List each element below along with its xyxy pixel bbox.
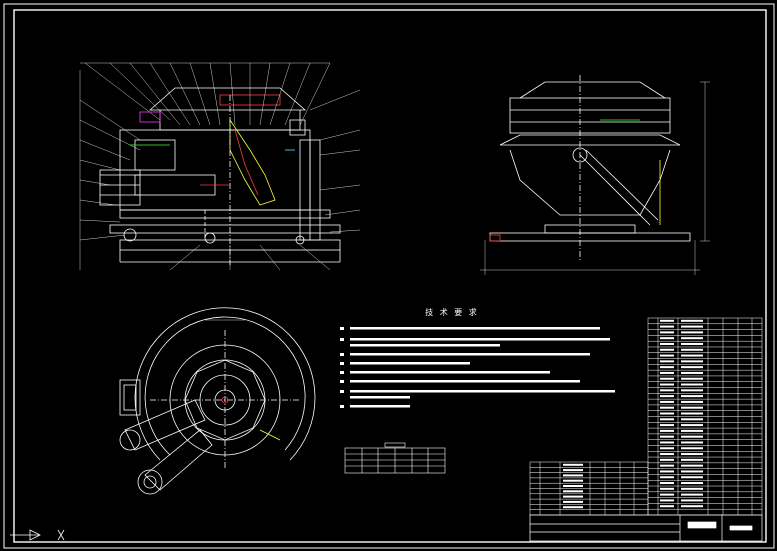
parts-list-table [647,317,763,516]
parts-list-cell-text [660,342,674,345]
parts-list-cell-text [660,319,674,322]
parts-list-cell-text [681,493,703,496]
parts-list-cell-text [681,470,703,473]
parts-list-cell-text [660,458,674,461]
parts-list-cell-text [681,331,703,334]
parts-list-cell-text [681,476,703,479]
parts-list-cell-text [563,479,583,482]
plan-view [119,307,316,495]
parts-list-cell-text [660,366,674,369]
parts-list-cell-text [681,429,703,432]
parts-list-cell-text [563,485,583,487]
parts-list-cell-text [681,406,703,409]
parts-list-cell-text [681,400,703,403]
parts-list-cell-text [660,383,674,386]
parts-list-cell-text [660,470,674,473]
parts-list-cell-text [681,371,703,374]
parts-list-cell-text [681,464,703,467]
parts-list-cell-text [660,429,674,432]
front-section-view [79,62,361,271]
parts-list-cell-text [681,482,703,485]
parts-list-cell-text [681,360,703,363]
parts-list-cell-text [681,389,703,392]
parts-list-cell-text [681,418,703,421]
parts-list-cell-text [681,487,703,490]
parts-list-cell-text [681,453,703,456]
parts-list-cell-text [660,453,674,456]
technical-requirements-title: 技 术 要 求 [425,308,479,317]
parts-list-cell-text [660,464,674,467]
parts-list-cell-text [660,400,674,403]
parts-list-cell-text [681,447,703,450]
parts-list-cell-text [660,395,674,398]
side-view [480,75,710,275]
parts-list-cell-text [660,325,674,328]
parts-list-cell-text [660,412,674,415]
parts-list-cell-text [681,424,703,427]
small-table [344,442,446,474]
parts-list-cell-text [681,325,703,328]
parts-list-cell-text [681,366,703,369]
parts-list-cell-text [660,493,674,496]
technical-requirements [340,327,615,408]
parts-list-cell-text [563,495,583,498]
parts-list-cell-text [681,395,703,398]
parts-list-cell-text [660,424,674,427]
parts-list-cell-text [660,418,674,421]
parts-list-cell-text [681,342,703,345]
parts-list-cell-text [563,474,583,477]
parts-list-cell-text [681,412,703,415]
parts-list-cell-text [563,469,583,472]
parts-list-cell-text [681,435,703,438]
parts-list-cell-text [660,331,674,334]
parts-list-lower [529,461,649,516]
parts-list-cell-text [660,476,674,479]
parts-list-cell-text [681,383,703,386]
parts-list-cell-text [660,505,674,508]
parts-list-cell-text [681,499,703,502]
parts-list-cell-text [660,348,674,351]
parts-list-cell-text [660,406,674,409]
parts-list-cell-text [660,499,674,502]
ucs-icon [10,529,65,541]
parts-list-cell-text [681,458,703,461]
parts-list-cell-text [563,463,583,466]
parts-list-cell-text [660,389,674,392]
parts-list-cell-text [660,371,674,374]
parts-list-cell-text [681,354,703,357]
parts-list-cell-text [660,435,674,438]
parts-list-cell-text [660,354,674,357]
parts-list-cell-text [660,337,674,340]
parts-list-cell-text [681,337,703,340]
parts-list-cell-text [563,490,583,493]
parts-list-cell-text [660,377,674,380]
parts-list-cell-text [660,482,674,485]
inner-frame [13,9,767,543]
parts-list-cell-text [660,447,674,450]
parts-list-cell-text [681,441,703,444]
parts-list-cell-text [563,500,583,503]
parts-list-cell-text [563,506,583,509]
parts-list-cell-text [681,348,703,351]
parts-list-cell-text [660,360,674,363]
parts-list-cell-text [660,441,674,444]
title-block [529,514,763,542]
parts-list-cell-text [681,319,703,322]
parts-list-cell-text [681,505,703,508]
outer-border [3,3,775,549]
parts-list-cell-text [681,377,703,380]
parts-list-cell-text [660,487,674,490]
